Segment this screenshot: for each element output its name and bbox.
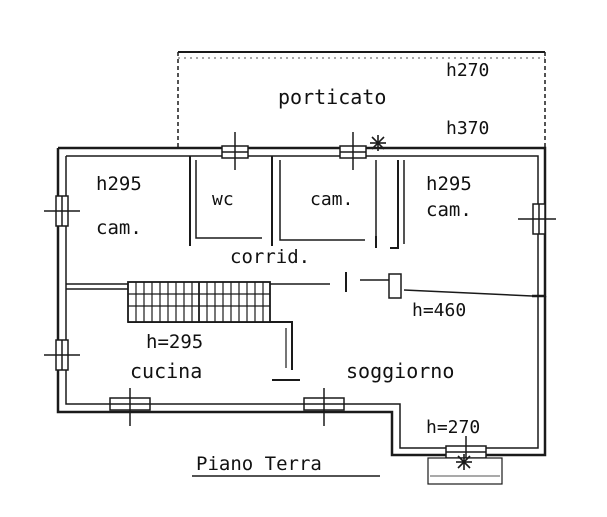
window-left-cucina (44, 339, 80, 371)
floor-title: Piano Terra (196, 453, 322, 475)
label-porch-height-bottom: h370 (446, 118, 489, 139)
window-right-cam (518, 203, 556, 235)
light-fixture-porch (370, 135, 386, 151)
staircase (127, 281, 271, 323)
window-bottom-soggiorno (303, 388, 345, 426)
label-height-cucina: h=295 (146, 331, 203, 353)
label-porch-height-top: h270 (446, 60, 489, 81)
label-corridor: corrid. (230, 246, 310, 268)
label-soggiorno: soggiorno (346, 359, 454, 383)
label-mid-cam: cam. (310, 189, 353, 210)
label-cucina: cucina (130, 359, 202, 383)
label-right-cam: cam. (426, 199, 472, 221)
window-bottom-cucina (109, 388, 151, 426)
window-top-cam (339, 132, 367, 170)
window-left-cam (44, 195, 80, 227)
windows (44, 132, 556, 470)
label-wc: wc (212, 189, 234, 210)
label-left-cam: cam. (96, 217, 142, 239)
porch-outline (177, 51, 546, 148)
label-height-entrance: h=270 (426, 417, 480, 438)
label-height-left-cam: h295 (96, 173, 142, 195)
light-fixture-entrance (456, 454, 472, 470)
label-porticato: porticato (278, 85, 386, 109)
window-top-wc (221, 132, 249, 170)
label-height-soggiorno: h=460 (412, 300, 466, 321)
label-height-right-cam: h295 (426, 173, 472, 195)
window-bottom-right (445, 436, 487, 470)
